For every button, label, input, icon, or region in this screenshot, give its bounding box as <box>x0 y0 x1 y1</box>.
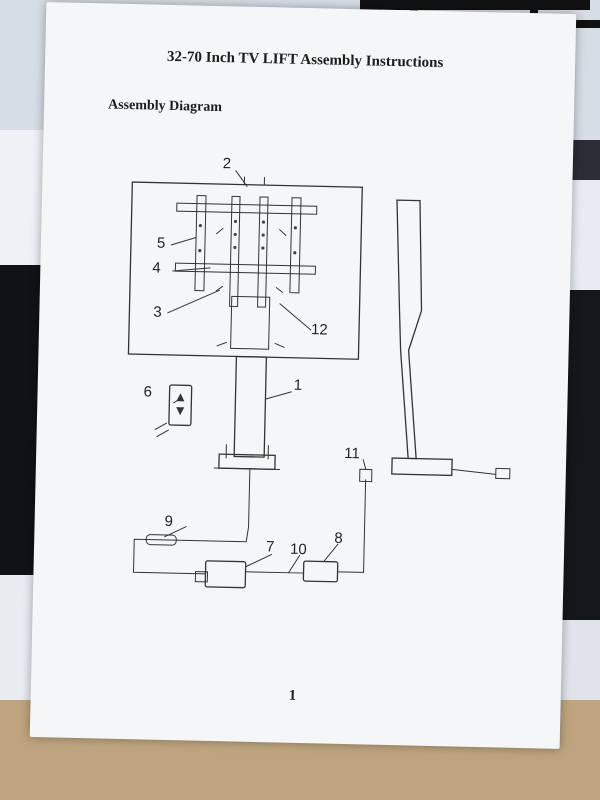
callout-12: 12 <box>311 321 328 338</box>
page-number: 1 <box>288 687 297 704</box>
assembly-diagram: 2 5 4 3 12 1 6 11 9 7 10 8 <box>127 155 511 589</box>
callout-4: 4 <box>152 260 161 277</box>
cable-9 <box>132 538 247 575</box>
bracket-left <box>194 195 207 292</box>
lift-column-lower <box>233 355 268 458</box>
bracket-center-left <box>229 195 241 308</box>
callout-6: 6 <box>143 383 152 400</box>
mount-lower-bar <box>174 262 316 275</box>
callout-9: 9 <box>164 513 173 530</box>
instruction-sheet: 32-70 Inch TV LIFT Assembly Instructions… <box>29 2 577 749</box>
dark-panel-left <box>0 265 40 575</box>
bracket-center-right <box>257 196 269 308</box>
callout-3: 3 <box>153 304 162 321</box>
side-view-base <box>391 457 453 477</box>
callout-11: 11 <box>344 445 360 462</box>
power-adapter <box>302 560 339 583</box>
motor-cable <box>245 468 251 542</box>
callout-8: 8 <box>334 530 343 547</box>
callout-2: 2 <box>223 155 232 172</box>
mount-top-bar <box>176 202 318 215</box>
foam-packing-bottom-right <box>560 620 600 710</box>
callout-1: 1 <box>294 377 303 394</box>
side-view-profile <box>396 199 423 460</box>
callout-5: 5 <box>157 235 166 252</box>
control-box <box>204 560 247 589</box>
handset-controller-drawing <box>168 384 193 427</box>
callout-10: 10 <box>290 541 307 558</box>
side-view-handset <box>495 467 511 480</box>
callout-7: 7 <box>266 538 275 555</box>
bracket-right <box>289 197 302 294</box>
lift-column-upper <box>230 295 271 350</box>
